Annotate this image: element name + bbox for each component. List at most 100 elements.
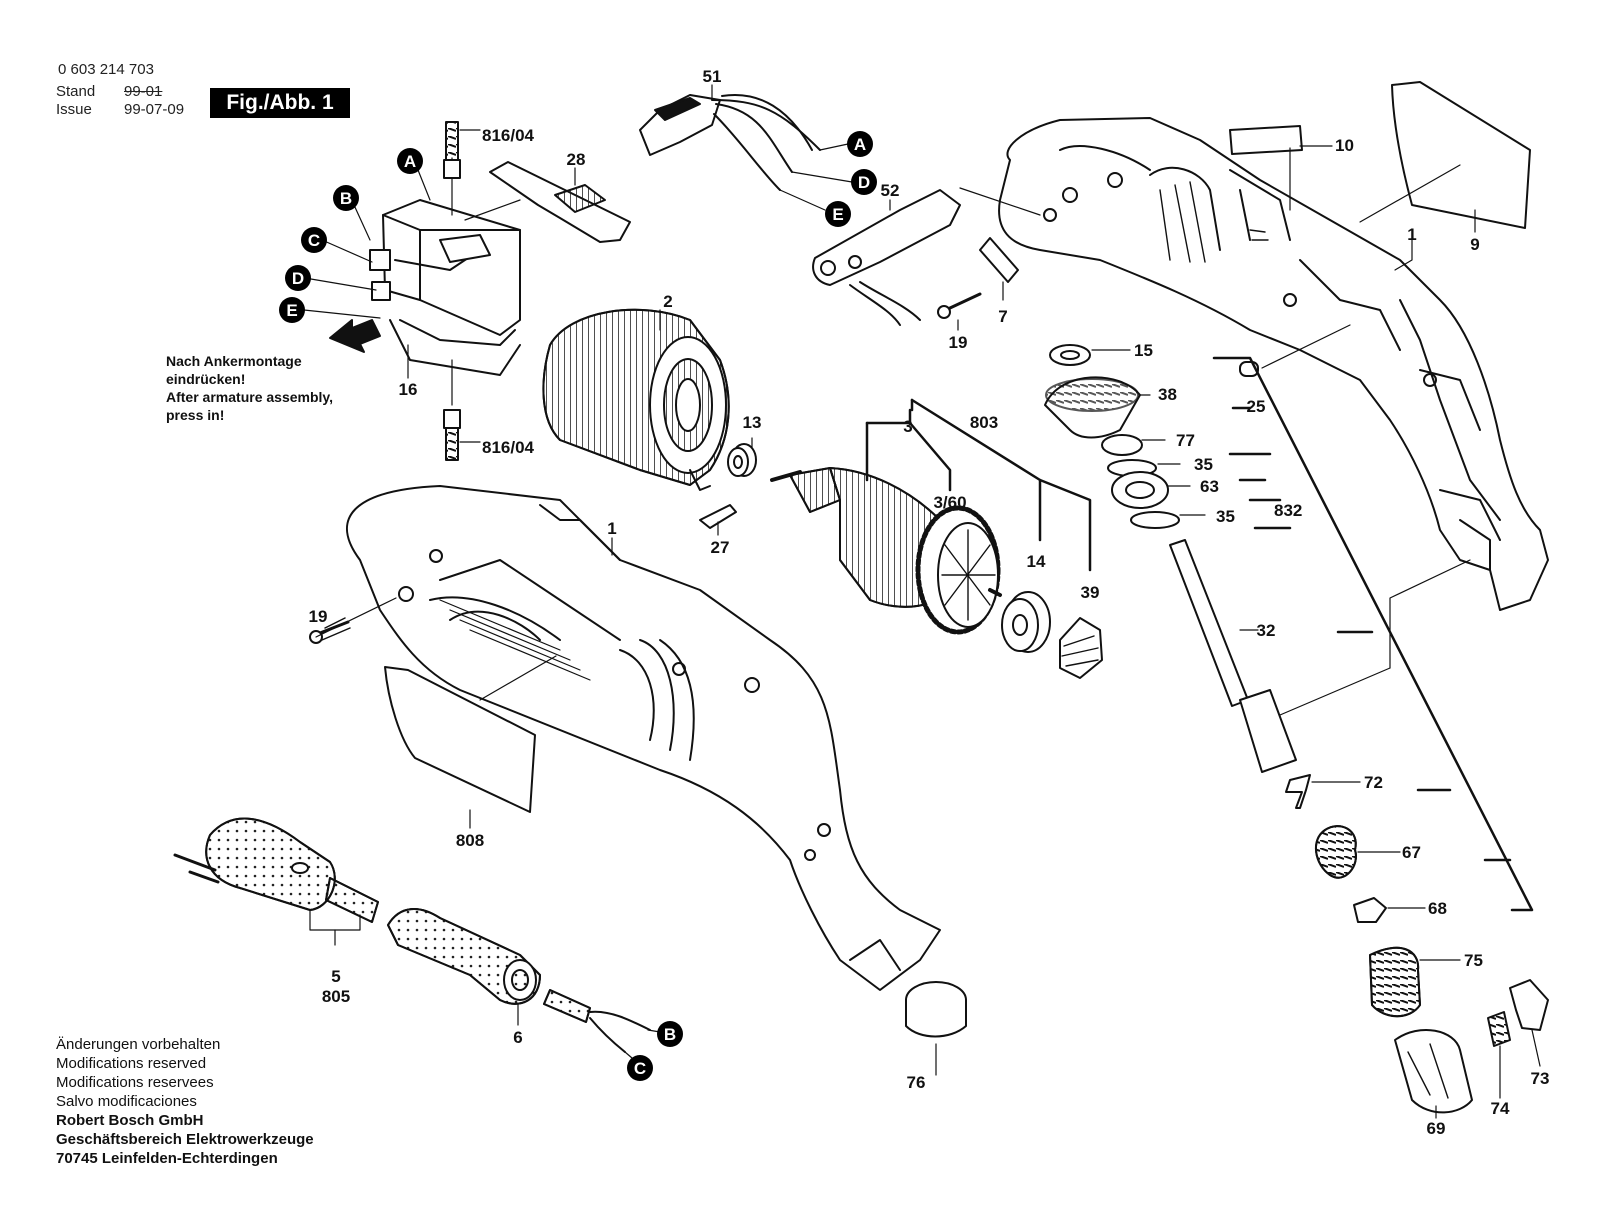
callout-6: 6 xyxy=(513,1028,522,1047)
callout-32: 32 xyxy=(1257,621,1276,640)
footer-line: Modifications reserved xyxy=(56,1055,207,1072)
footer: Änderungen vorbehalten Modifications res… xyxy=(56,1035,314,1168)
bearing-14 xyxy=(1001,591,1051,653)
connector-c-label: C xyxy=(634,1059,646,1078)
part-72 xyxy=(1285,774,1361,809)
part-7 xyxy=(979,237,1019,283)
connector-c-badge xyxy=(627,1055,653,1081)
callout-74: 74 xyxy=(1491,1099,1510,1118)
connector-a-label: A xyxy=(404,152,416,171)
carbon-brush-bottom xyxy=(443,409,481,461)
issue-value: 99-07-09 xyxy=(124,101,185,118)
callout-816-04-bottom: 816/04 xyxy=(482,438,535,457)
bracket-lines xyxy=(865,398,1092,572)
callout-15: 15 xyxy=(1134,341,1153,360)
callout-816-04-top: 816/04 xyxy=(482,126,535,145)
collet-69 xyxy=(1394,1028,1473,1119)
part-52 xyxy=(812,187,1041,326)
connector-b-badge xyxy=(657,1021,683,1047)
callout-67: 67 xyxy=(1402,843,1421,862)
screw-19-upper xyxy=(937,292,982,331)
nut-68 xyxy=(1353,897,1387,923)
gear-stack xyxy=(1044,344,1206,529)
callout-73: 73 xyxy=(1531,1069,1550,1088)
connector-b-label: B xyxy=(340,189,352,208)
callout-3-60: 3/60 xyxy=(933,493,966,512)
plate-9 xyxy=(1391,81,1531,229)
company-name: Robert Bosch GmbH xyxy=(56,1112,204,1129)
connector-b-badge xyxy=(333,185,359,211)
callout-numbers: 51 816/04 28 52 10 9 1 2 7 19 15 16 38 2… xyxy=(309,67,1550,1138)
callout-19-lower: 19 xyxy=(309,607,328,626)
brush-holder-16 xyxy=(369,157,521,406)
note-line: After armature assembly, xyxy=(166,389,334,405)
note-line: press in! xyxy=(166,407,225,423)
carbon-brush-top xyxy=(443,121,481,179)
screw-19-left xyxy=(309,597,397,644)
issue-label: Issue xyxy=(56,101,92,118)
connector-d-badge xyxy=(851,169,877,195)
callout-1-upper: 1 xyxy=(1407,225,1416,244)
callout-28: 28 xyxy=(567,150,586,169)
connector-c-badge xyxy=(301,227,327,253)
callout-7: 7 xyxy=(998,307,1007,326)
spring-75 xyxy=(1369,946,1461,1018)
label-10 xyxy=(1229,125,1303,155)
connector-a-badge xyxy=(397,148,423,174)
connector-e-label: E xyxy=(832,205,843,224)
connector-e-label: E xyxy=(286,301,297,320)
part-73 xyxy=(1509,979,1549,1067)
press-in-arrow-icon xyxy=(329,319,381,353)
callout-39: 39 xyxy=(1081,583,1100,602)
footer-line: Änderungen vorbehalten xyxy=(56,1036,221,1053)
assembly-note: Nach Ankermontage eindrücken! After arma… xyxy=(166,352,333,424)
connector-a-label: A xyxy=(854,135,866,154)
callout-1-lower: 1 xyxy=(607,519,616,538)
callout-9: 9 xyxy=(1470,235,1479,254)
callout-10: 10 xyxy=(1335,136,1354,155)
part-number: 0 603 214 703 xyxy=(58,61,154,78)
connector-e-badge xyxy=(825,201,851,227)
stator-2 xyxy=(542,308,730,491)
callout-25: 25 xyxy=(1247,397,1266,416)
callout-832: 832 xyxy=(1274,501,1302,520)
connector-d-label: D xyxy=(292,269,304,288)
connector-d-label: D xyxy=(858,173,870,192)
bearing-13 xyxy=(727,437,757,477)
plug-cable xyxy=(173,817,379,946)
callout-14: 14 xyxy=(1027,552,1046,571)
note-line: eindrücken! xyxy=(166,371,246,387)
armature-3 xyxy=(770,467,1002,635)
company-division: Geschäftsbereich Elektrowerkzeuge xyxy=(56,1131,314,1148)
callout-76: 76 xyxy=(907,1073,926,1092)
callout-16: 16 xyxy=(399,380,418,399)
callout-3: 3 xyxy=(903,417,912,436)
callout-27: 27 xyxy=(711,538,730,557)
spindle-32 xyxy=(1169,539,1297,773)
figure-tag: Fig./Abb. 1 xyxy=(210,88,350,118)
connector-a-badge xyxy=(847,131,873,157)
callout-805: 805 xyxy=(322,987,350,1006)
connector-b-label: B xyxy=(664,1025,676,1044)
callout-5: 5 xyxy=(331,967,340,986)
note-line: Nach Ankermontage xyxy=(166,353,302,369)
pinion-39 xyxy=(1059,617,1103,679)
connector-d-badge xyxy=(285,265,311,291)
callout-68: 68 xyxy=(1428,899,1447,918)
spring-74 xyxy=(1487,1011,1511,1099)
endcap-76 xyxy=(905,981,967,1076)
housing-lower xyxy=(346,485,941,991)
spring-67 xyxy=(1315,825,1401,879)
connector-badges: A B C D E A D E B C xyxy=(279,131,877,1081)
switch-51 xyxy=(639,84,821,191)
footer-line: Modifications reservees xyxy=(56,1074,214,1091)
spring-28 xyxy=(464,161,631,243)
bracket-832 xyxy=(1212,356,1534,912)
connector-c-label: C xyxy=(308,231,320,250)
callout-72: 72 xyxy=(1364,773,1383,792)
callout-803: 803 xyxy=(970,413,998,432)
label-plate xyxy=(384,666,536,813)
connector-e-badge xyxy=(279,297,305,323)
